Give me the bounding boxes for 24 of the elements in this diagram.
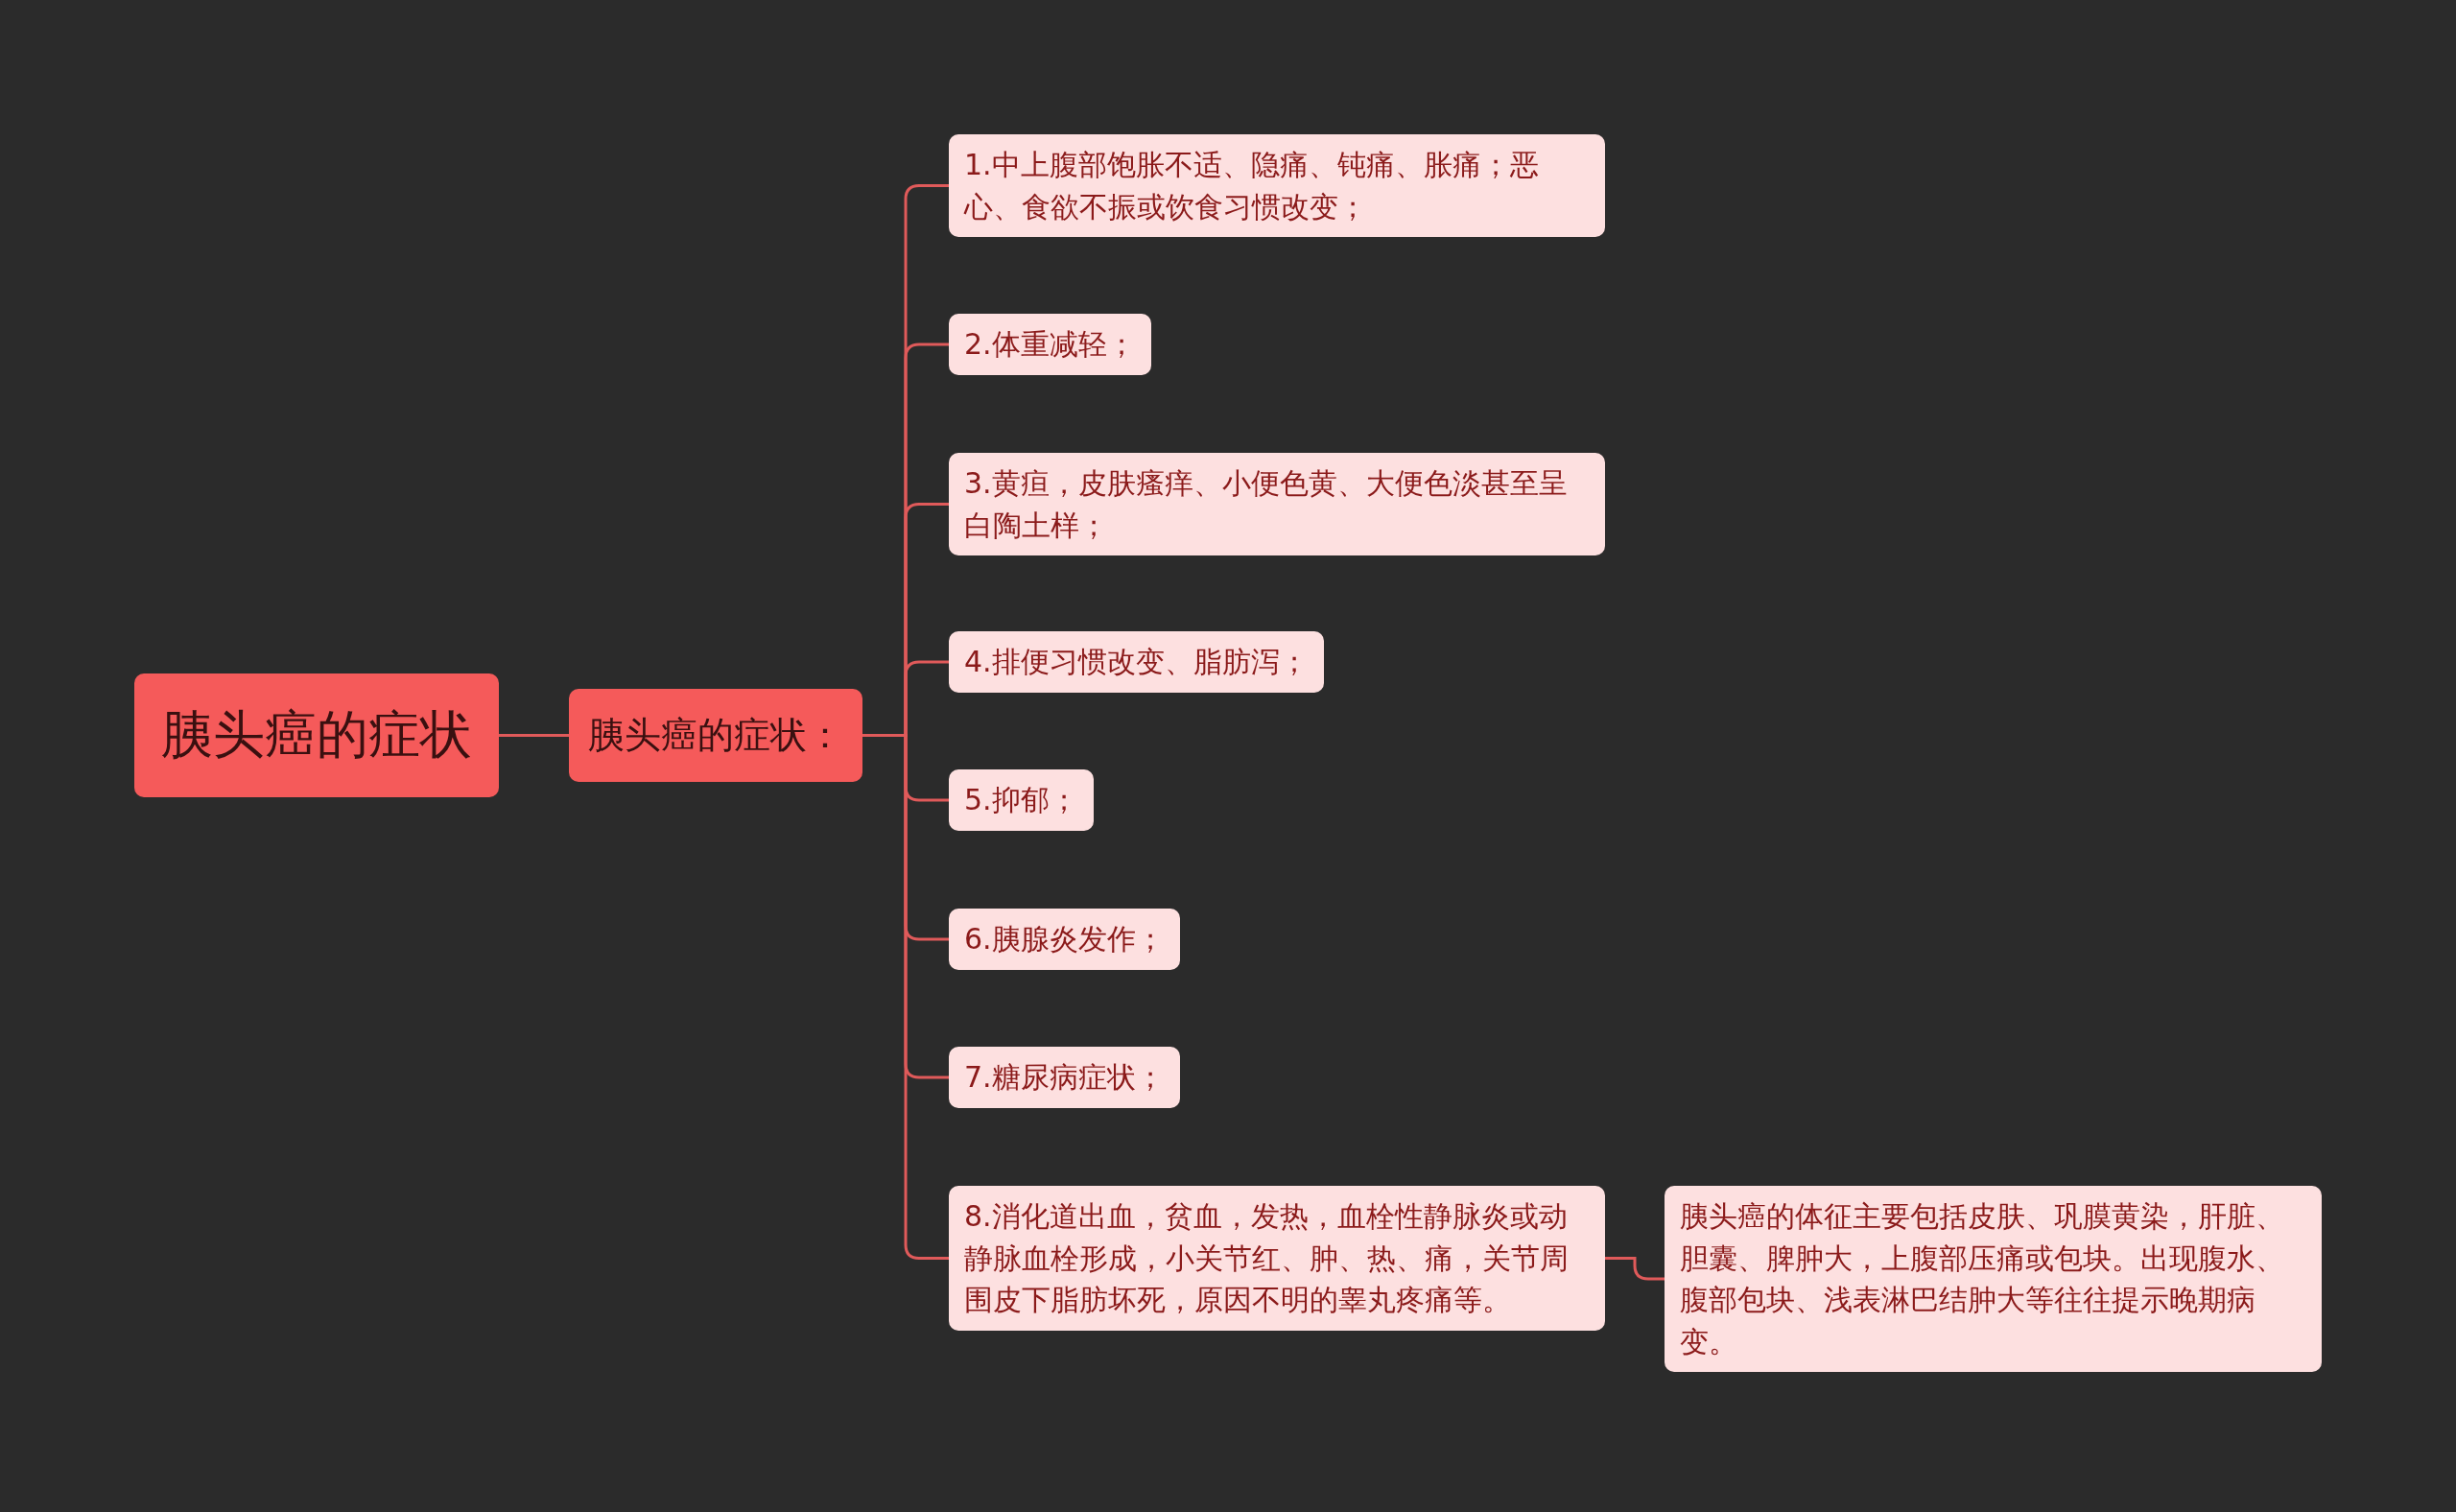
node-text: 胰头癌的体征主要包括皮肤、巩膜黄染，肝脏、胆囊、脾肿大，上腹部压痛或包块。出现腹水、腹部包块、浅表淋巴结肿大等往往提示晚期病变。 bbox=[1680, 1198, 2285, 1360]
connector-line bbox=[499, 734, 569, 737]
symptom-box bbox=[949, 1047, 1180, 1108]
subtopic-box bbox=[569, 689, 862, 782]
symptom-box bbox=[949, 909, 1180, 970]
connector-line bbox=[1605, 1257, 1665, 1281]
node-text: 3.黄疸，皮肤瘙痒、小便色黄、大便色淡甚至呈白陶土样； bbox=[964, 465, 1569, 544]
node-text: 胰头癌的症状 bbox=[161, 703, 472, 768]
node-text: 4.排便习惯改变、脂肪泻； bbox=[964, 644, 1309, 680]
node-text: 5.抑郁； bbox=[964, 782, 1078, 818]
symptom-box bbox=[949, 631, 1324, 693]
symptom-box bbox=[949, 1186, 1605, 1331]
node-text: 胰头癌的症状： bbox=[588, 712, 843, 758]
symptom-box bbox=[949, 314, 1151, 375]
symptom-box bbox=[949, 769, 1094, 831]
node-text: 8.消化道出血，贫血，发热，血栓性静脉炎或动静脉血栓形成，小关节红、肿、热、痛，关节周围皮下脂肪坏死，原因不明的睾丸疼痛等。 bbox=[964, 1198, 1570, 1318]
node-text: 7.糖尿病症状； bbox=[964, 1059, 1165, 1096]
symptom-box bbox=[949, 134, 1605, 237]
node-text: 6.胰腺炎发作； bbox=[964, 921, 1165, 957]
symptom-box bbox=[1665, 1186, 2322, 1372]
node-text: 2.体重减轻； bbox=[964, 326, 1136, 363]
topic-box bbox=[134, 673, 499, 797]
symptom-box bbox=[949, 453, 1605, 555]
node-text: 1.中上腹部饱胀不适、隐痛、钝痛、胀痛；恶心、食欲不振或饮食习惯改变； bbox=[964, 147, 1540, 225]
